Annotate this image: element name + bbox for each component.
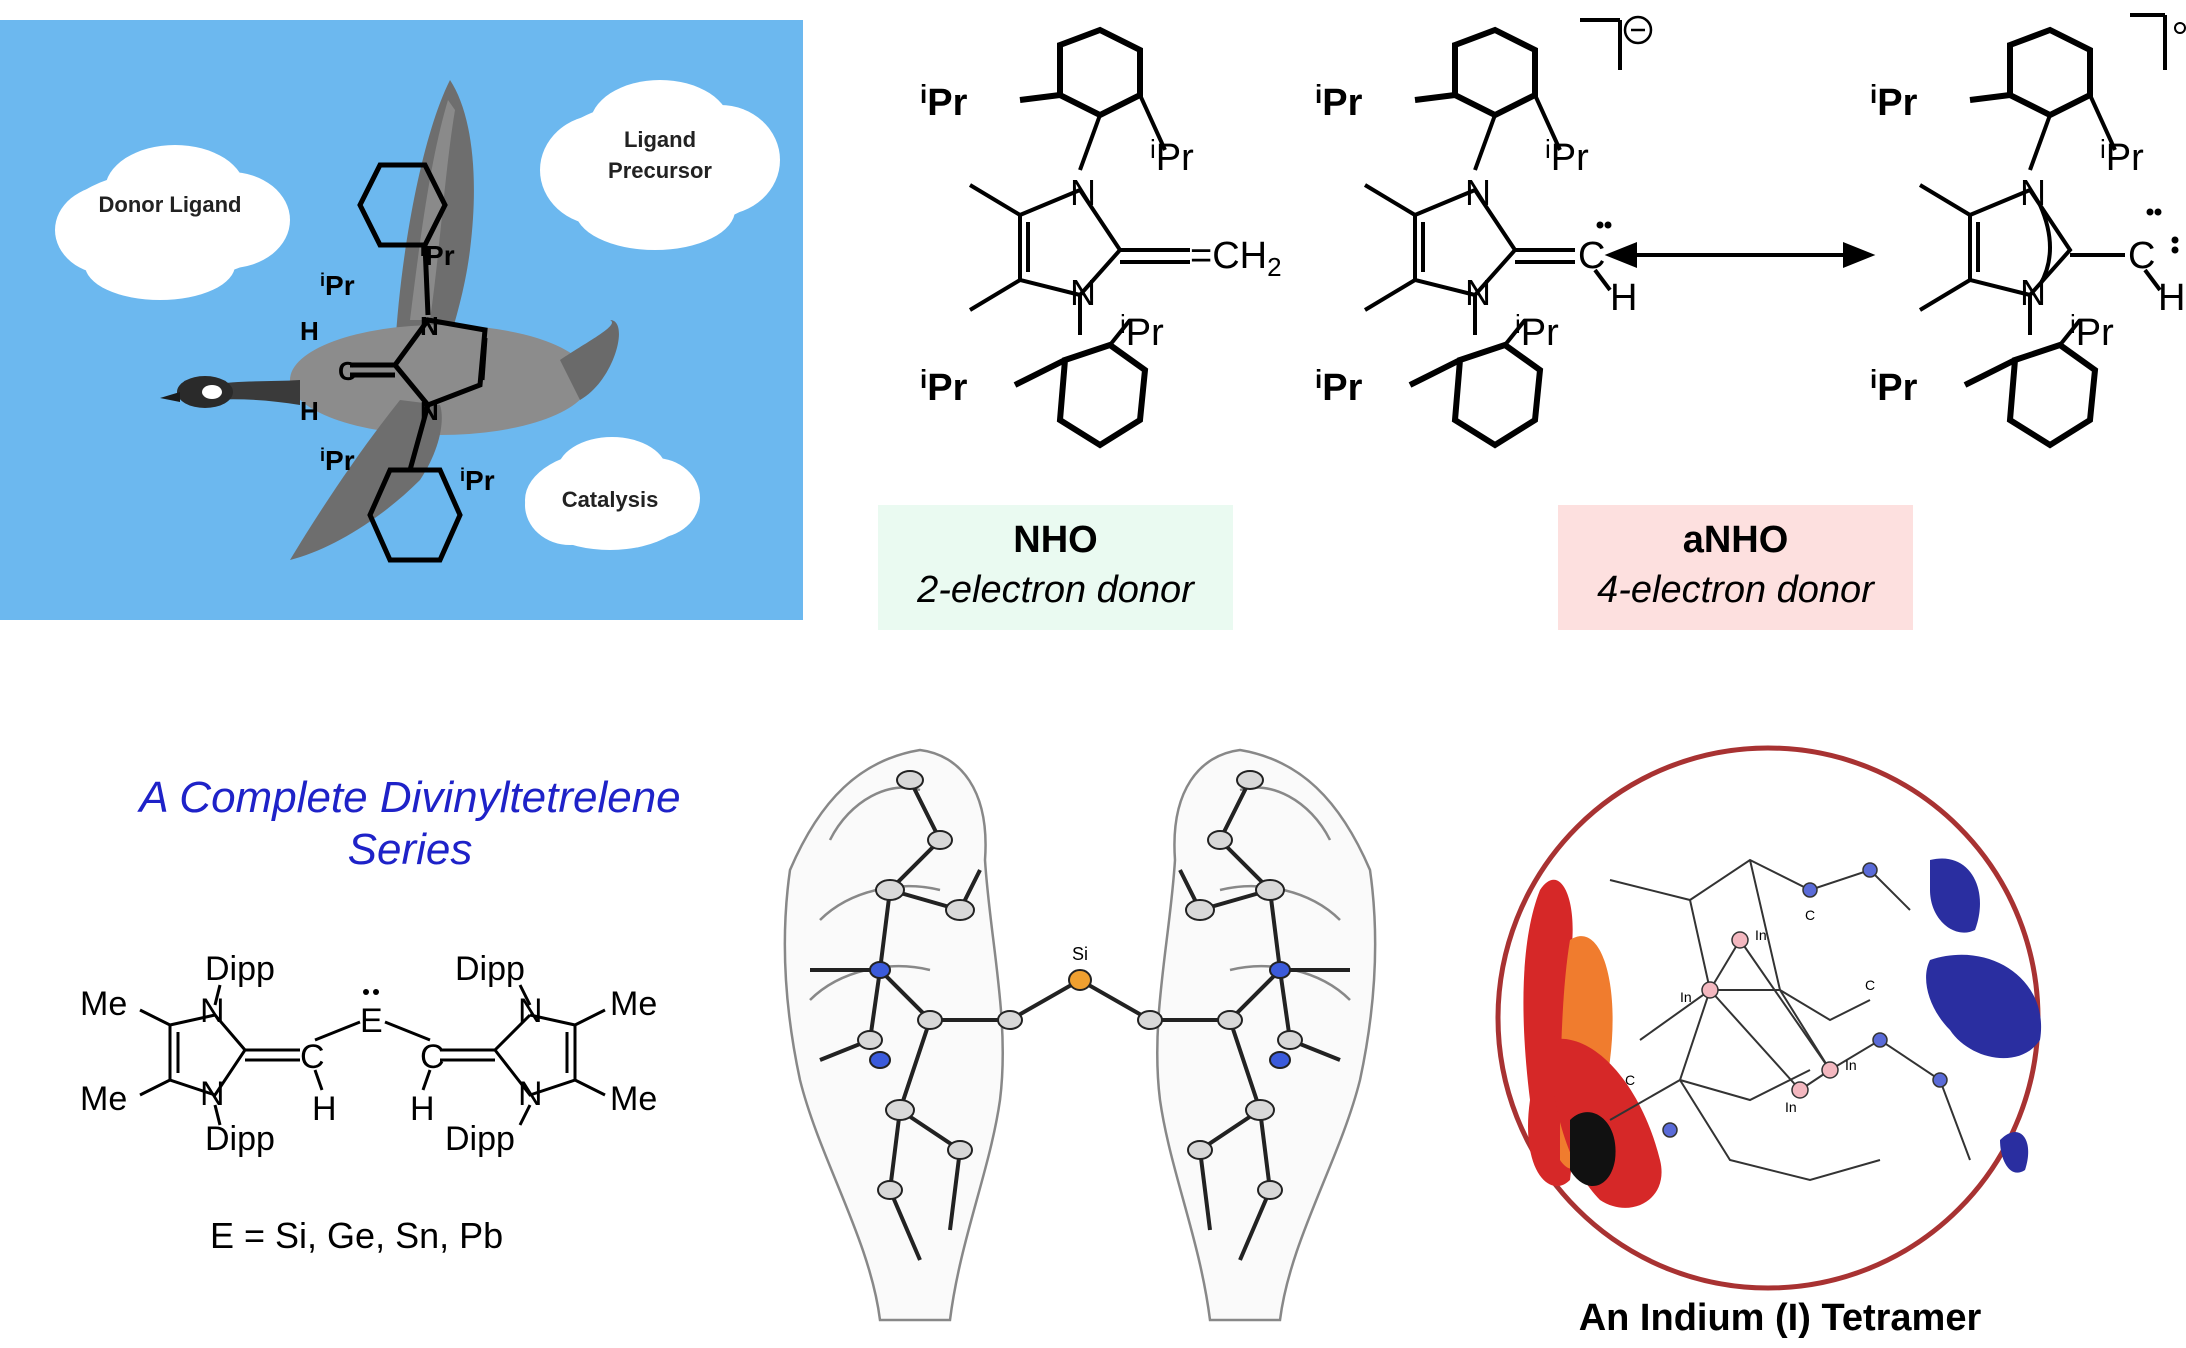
- cloud-label-donor-ligand: Donor Ligand: [98, 192, 242, 217]
- in-label-3: In: [1845, 1057, 1857, 1073]
- color-blobs: [1523, 858, 2042, 1208]
- anho1-ipr-top-right: iPr: [1545, 134, 1589, 179]
- nho-n-bottom: N: [1070, 272, 1096, 313]
- indium-atoms: [1701, 931, 1839, 1099]
- nho-ipr-top-left: iPr: [920, 79, 968, 124]
- c-label-tetramer-1: C: [1805, 907, 1815, 923]
- dipp-label-3: Dipp: [205, 1120, 275, 1158]
- dipp-label-4: Dipp: [445, 1120, 515, 1158]
- c-label-2: C: [420, 1038, 445, 1076]
- goose-h-label-1: H: [300, 316, 319, 346]
- dipp-label-2: Dipp: [455, 950, 525, 988]
- element-formula: E = Si, Ge, Sn, Pb: [210, 1215, 503, 1256]
- anho2-c-label: C: [2128, 235, 2155, 277]
- tetramer-nitrogen-atoms: [1662, 862, 1948, 1138]
- me-label-1: Me: [80, 985, 127, 1023]
- goose-c-label: C: [338, 356, 357, 386]
- goose-silhouette: [160, 80, 619, 560]
- silicon-atom: [1068, 969, 1092, 991]
- cupped-hands-structure-panel: Si: [760, 720, 1400, 1343]
- divinyltetrelene-panel: A Complete Divinyltetrelene Series: [50, 760, 770, 1320]
- anho2-ipr-bottom-right: iPr: [2070, 309, 2114, 354]
- anho1-n-bottom: N: [1465, 272, 1491, 313]
- cloud-label-ligand-precursor: Ligand Precursor: [608, 127, 712, 183]
- me-label-3: Me: [610, 985, 657, 1023]
- anho2-n-top: N: [2020, 172, 2046, 213]
- si-label: Si: [1072, 944, 1088, 964]
- goose-ipr-label-3: iPr: [320, 445, 355, 476]
- in-label-2: In: [1680, 989, 1692, 1005]
- series-title-line2: Series: [347, 825, 473, 874]
- n-label-3: N: [518, 992, 543, 1030]
- me-label-2: Me: [80, 1080, 127, 1118]
- goose-h-label-2: H: [300, 396, 319, 426]
- h-label-1: H: [312, 1090, 337, 1128]
- goose-ipr-label-4: iPr: [460, 465, 495, 496]
- ligand-structures-panel: iPr iPr N N =CH2 iPr iPr: [820, 0, 2186, 640]
- cloud-label-catalysis: Catalysis: [561, 487, 659, 512]
- cloud-donor-ligand: [55, 145, 290, 300]
- anho2-n-bottom: N: [2020, 272, 2046, 313]
- ligand-structures-drawing: iPr iPr N N =CH2 iPr iPr: [920, 13, 2186, 449]
- nho-ch2-label: =CH2: [1190, 235, 1282, 282]
- goose-illustration-panel: iPr iPr iPr iPr N N H H C Donor Ligand L…: [0, 20, 803, 620]
- anho2-h-label: H: [2158, 277, 2185, 319]
- c-label-tetramer-3: C: [1865, 977, 1875, 993]
- atom-ellipsoids: [857, 770, 1303, 1200]
- goose-scene: iPr iPr iPr iPr N N H H C: [55, 80, 780, 563]
- nho-description: 2-electron donor: [917, 569, 1194, 611]
- anho1-ipr-bottom-left: iPr: [1315, 364, 1363, 409]
- nho-tag: NHO 2-electron donor: [878, 505, 1233, 630]
- left-hand: [783, 748, 1005, 1322]
- series-title-line1: A Complete Divinyltetrelene: [139, 773, 681, 822]
- n-label-2: N: [200, 1075, 225, 1113]
- in-label-4: In: [1785, 1099, 1797, 1115]
- right-hand: [1155, 748, 1377, 1322]
- n-label-4: N: [518, 1075, 543, 1113]
- goose-ipr-label-1: iPr: [420, 240, 455, 271]
- cupped-hands-drawing: Si: [783, 748, 1377, 1322]
- anho2-ipr-top-left: iPr: [1870, 79, 1918, 124]
- nho-ipr-bottom-left: iPr: [920, 364, 968, 409]
- e-label: E: [360, 1002, 383, 1040]
- tetramer-wireframe: [1609, 858, 1971, 1182]
- goose-ipr-label-2: iPr: [320, 270, 355, 301]
- anho1-h-label: H: [1610, 277, 1637, 319]
- c-label-tetramer-2: C: [1625, 1072, 1635, 1088]
- in-label-1: In: [1755, 927, 1767, 943]
- nho-structure: iPr iPr N N =CH2 iPr iPr: [920, 26, 1282, 449]
- h-label-2: H: [410, 1090, 435, 1128]
- anho-tag: aNHO 4-electron donor: [1558, 505, 1913, 630]
- goose-n-label-2: N: [420, 396, 439, 426]
- nho-ipr-top-right: iPr: [1150, 134, 1194, 179]
- indium-tetramer-drawing: In In In In C C C: [1495, 745, 2042, 1291]
- anho2-ipr-top-right: iPr: [2100, 134, 2144, 179]
- goose-n-label-1: N: [420, 311, 439, 341]
- anho1-ipr-top-left: iPr: [1315, 79, 1363, 124]
- anho1-ipr-bottom-right: iPr: [1515, 309, 1559, 354]
- nho-ipr-bottom-right: iPr: [1120, 309, 1164, 354]
- cloud-ligand-precursor: [540, 80, 780, 250]
- anho2-ipr-bottom-left: iPr: [1870, 364, 1918, 409]
- anho-structure-2: iPr iPr N N C H iPr iPr: [1870, 13, 2186, 449]
- goose-nho-molecule: [350, 162, 488, 563]
- nho-n-top: N: [1070, 172, 1096, 213]
- indium-tetramer-panel: In In In In C C C An Indium (I) Tetramer: [1410, 740, 2150, 1343]
- resonance-arrow: [1604, 242, 1876, 268]
- tetramer-caption: An Indium (I) Tetramer: [1578, 1297, 1982, 1339]
- anho-name: aNHO: [1682, 519, 1789, 561]
- anho1-n-top: N: [1465, 172, 1491, 213]
- me-label-4: Me: [610, 1080, 657, 1118]
- nho-name: NHO: [1013, 519, 1098, 561]
- c-label-1: C: [300, 1038, 325, 1076]
- nitrogen-atoms: [869, 961, 1291, 1069]
- cloud-catalysis: [525, 437, 700, 550]
- series-title: A Complete Divinyltetrelene Series: [50, 772, 770, 876]
- anho1-c-label: C: [1578, 235, 1605, 277]
- anho-structure-1: iPr iPr N N C H iPr iPr: [1315, 15, 1653, 449]
- divinyltetrelene-structure: Dipp Dipp Dipp Dipp Me Me Me Me N N N N …: [80, 950, 657, 1256]
- anho-description: 4-electron donor: [1597, 569, 1874, 611]
- n-label-1: N: [200, 992, 225, 1030]
- dipp-label-1: Dipp: [205, 950, 275, 988]
